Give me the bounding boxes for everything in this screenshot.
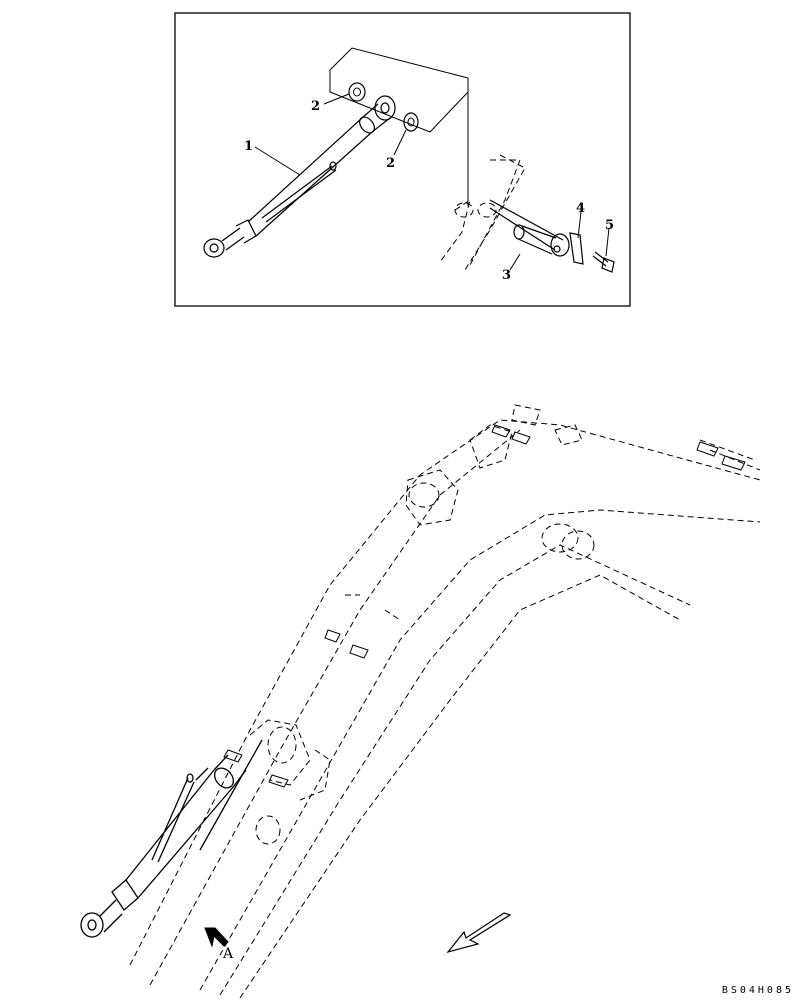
front-direction-arrow-icon bbox=[446, 912, 512, 954]
mounting-plate bbox=[329, 47, 469, 133]
callout-2-upper: 2 bbox=[311, 99, 320, 114]
document-code: BS04H085 bbox=[721, 985, 794, 996]
boom-outline bbox=[129, 404, 761, 999]
callout-1: 1 bbox=[244, 139, 253, 154]
detail-frame bbox=[174, 12, 631, 307]
view-a-arrow-icon bbox=[204, 927, 229, 948]
washer-upper bbox=[348, 82, 366, 102]
callout-2-lower: 2 bbox=[386, 156, 395, 171]
detail-inset: 1 2 2 3 4 5 bbox=[174, 12, 631, 307]
callout-leaders bbox=[254, 93, 610, 271]
detail-boom-bracket bbox=[439, 154, 526, 271]
boom-cylinder bbox=[80, 739, 263, 938]
callout-4: 4 bbox=[576, 201, 585, 216]
callout-5: 5 bbox=[605, 218, 614, 233]
pin bbox=[489, 199, 570, 257]
view-label: A bbox=[222, 946, 234, 962]
callout-3: 3 bbox=[502, 268, 511, 283]
hose-clamps bbox=[223, 424, 746, 788]
washer-lower bbox=[403, 112, 419, 132]
lock-plate bbox=[569, 232, 584, 265]
hydraulic-cylinder bbox=[203, 95, 396, 258]
bolt bbox=[592, 251, 615, 273]
